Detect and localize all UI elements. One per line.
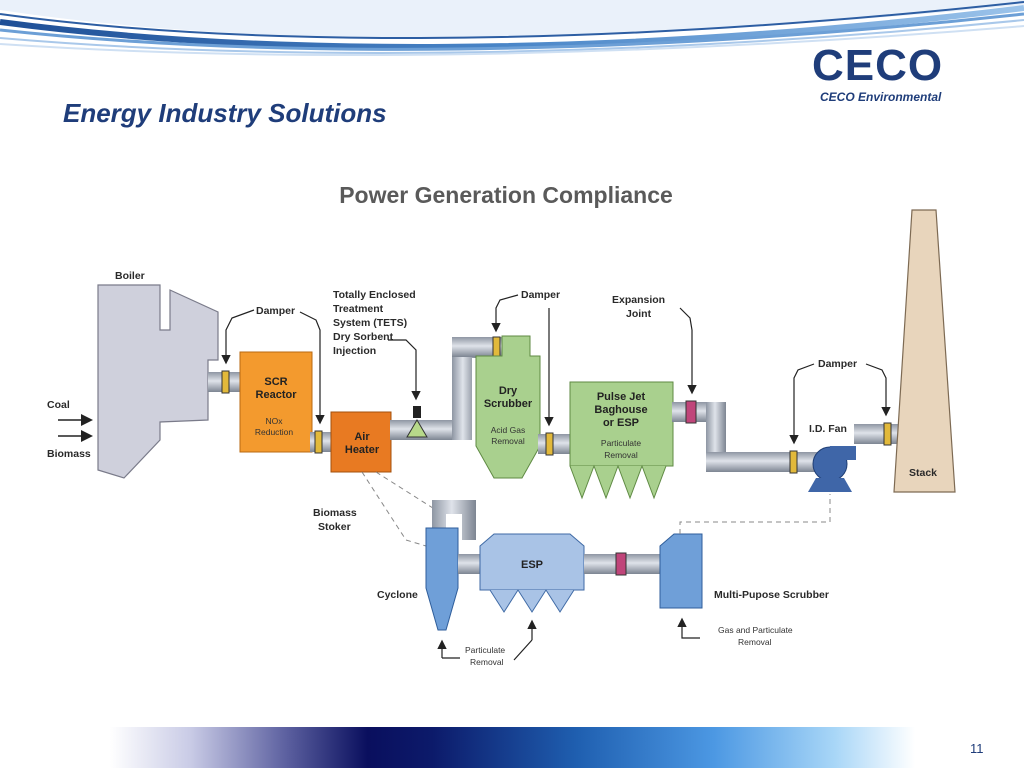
expansion-pointer: [679, 307, 697, 395]
pulse-jet-label-5: Removal: [604, 450, 638, 460]
esp-hoppers: [489, 589, 575, 613]
esp-unit: [479, 533, 585, 591]
damper-2-pointer: [299, 311, 325, 425]
ceco-logo-company: CECO Environmental: [820, 90, 942, 104]
stoker-line-2: [375, 471, 437, 528]
duct-cyclone-esp: [458, 554, 482, 574]
particulate-removal-label-1: Particulate: [465, 645, 505, 655]
damper-6-label: Damper: [818, 358, 857, 370]
expansion-joint: [685, 400, 697, 424]
damper-6-pointer-left: [789, 363, 815, 445]
process-diagram: Boiler Coal Biomass Damper SCR Reactor N…: [47, 209, 956, 667]
pulse-jet-baghouse: [569, 381, 674, 467]
boiler-shape: [97, 284, 219, 479]
expansion-label-2: Joint: [626, 308, 652, 320]
scr-label-2: Reactor: [256, 389, 298, 401]
tets-label-2: Treatment: [333, 303, 384, 315]
damper-2: [314, 430, 323, 454]
cyclone-duct: [432, 500, 476, 540]
stack: [893, 209, 956, 493]
coal-label: Coal: [47, 399, 70, 411]
biomass-label: Biomass: [47, 448, 91, 460]
scrubber-out-arrow: [677, 617, 700, 639]
scrubber-return-line: [679, 494, 831, 534]
dry-scrubber-label-1: Dry: [499, 385, 518, 397]
header-swoosh: [0, 0, 1024, 56]
damper-6-pointer-right: [865, 363, 891, 417]
scr-label-4: Reduction: [255, 427, 294, 437]
pulse-jet-label-3: or ESP: [603, 417, 639, 429]
scr-reactor: [239, 351, 313, 453]
duct-top: [452, 337, 502, 357]
damper-4: [545, 432, 554, 456]
damper-5: [789, 450, 798, 474]
stoker-label-2: Stoker: [318, 521, 351, 533]
damper-3-label: Damper: [521, 289, 560, 301]
damper-3-duct: [492, 336, 501, 358]
scr-label-3: NOx: [266, 416, 284, 426]
dry-scrubber-label-3: Acid Gas: [491, 425, 526, 435]
duct-scrubber-baghouse: [538, 434, 572, 454]
scr-label-1: SCR: [264, 376, 287, 388]
stack-label: Stack: [909, 467, 937, 479]
gas-particulate-label-1: Gas and Particulate: [718, 625, 793, 635]
damper-1: [221, 370, 230, 394]
cyclone: [425, 527, 459, 631]
tets-label-3: System (TETS): [333, 317, 407, 329]
cyclone-label: Cyclone: [377, 589, 418, 601]
duct-airheater-out: [390, 420, 460, 440]
pulse-jet-label-1: Pulse Jet: [597, 391, 646, 403]
multi-purpose-scrubber: [659, 533, 703, 609]
id-fan-base: [808, 478, 852, 492]
tets-label-4: Dry Sorbent: [333, 331, 394, 343]
tets-label-1: Totally Enclosed: [333, 289, 416, 301]
damper-1-label: Damper: [256, 305, 295, 317]
tets-label-5: Injection: [333, 345, 376, 357]
dry-scrubber-label-4: Removal: [491, 436, 525, 446]
slide-subtitle: Power Generation Compliance: [339, 182, 673, 208]
tets-pointer: [388, 339, 421, 401]
stoker-line-1: [361, 471, 427, 547]
multi-purpose-scrubber-label: Multi-Pupose Scrubber: [714, 589, 829, 601]
tets-injector: [406, 419, 428, 438]
pulse-jet-hoppers: [569, 464, 673, 500]
gas-particulate-label-2: Removal: [738, 637, 772, 647]
footer-gradient-bar: [110, 727, 915, 768]
id-fan-label: I.D. Fan: [809, 423, 847, 435]
stoker-label-1: Biomass: [313, 507, 357, 519]
duct-to-fan: [706, 452, 826, 472]
esp-label: ESP: [521, 559, 543, 571]
id-fan-outlet: [830, 446, 856, 460]
air-heater-label-2: Heater: [345, 444, 380, 456]
boiler-label: Boiler: [115, 270, 145, 282]
pulse-jet-label-2: Baghouse: [594, 404, 647, 416]
damper-1-pointer: [221, 309, 255, 365]
tets-valve: [413, 406, 421, 418]
duct-riser: [452, 340, 476, 440]
damper-3-pointer: [491, 294, 519, 333]
air-heater: [330, 411, 392, 473]
dry-scrubber-label-2: Scrubber: [484, 398, 533, 410]
dry-scrubber: [475, 335, 541, 479]
expansion-label-1: Expansion: [612, 294, 665, 306]
page-title: Energy Industry Solutions: [63, 98, 387, 128]
ceco-logo-wordmark: CECO: [812, 41, 944, 90]
page-number: 11: [970, 741, 984, 756]
particulate-removal-label-2: Removal: [470, 657, 504, 667]
damper-6: [883, 422, 892, 446]
air-heater-label-1: Air: [354, 431, 370, 443]
pulse-jet-label-4: Particulate: [601, 438, 641, 448]
expansion-joint-2: [615, 552, 627, 576]
esp-out-line: [513, 639, 533, 661]
